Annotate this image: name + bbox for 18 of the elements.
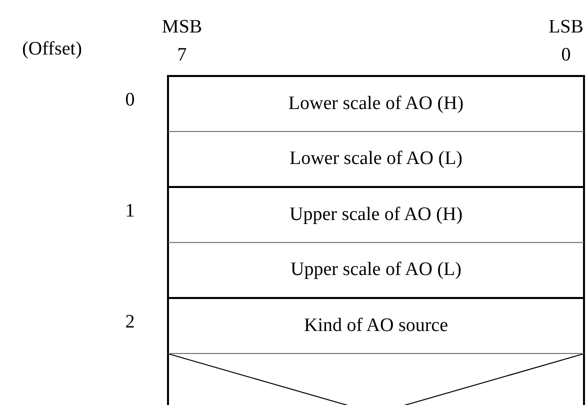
- bit-label: 0: [561, 46, 571, 64]
- bit-label: MSB: [162, 18, 202, 36]
- field-name: Kind of AO source: [304, 314, 448, 338]
- register-row: [167, 130, 585, 186]
- register-row: [167, 75, 585, 130]
- register-row: [167, 242, 585, 297]
- bit-label: LSB: [548, 18, 584, 36]
- offset-number: 1: [125, 202, 135, 220]
- field-name: Lower scale of AO (L): [289, 146, 463, 170]
- field-name: Lower scale of AO (H): [288, 92, 464, 116]
- field-name: Upper scale of AO (H): [289, 202, 463, 226]
- field-name: Upper scale of AO (L): [290, 258, 462, 282]
- offset-number: 2: [125, 312, 135, 332]
- register-row: [167, 186, 585, 242]
- bit-label: 7: [177, 46, 187, 64]
- offset-number: 0: [125, 90, 135, 110]
- register-row: [167, 297, 585, 352]
- column-heading: (Offset): [22, 40, 82, 58]
